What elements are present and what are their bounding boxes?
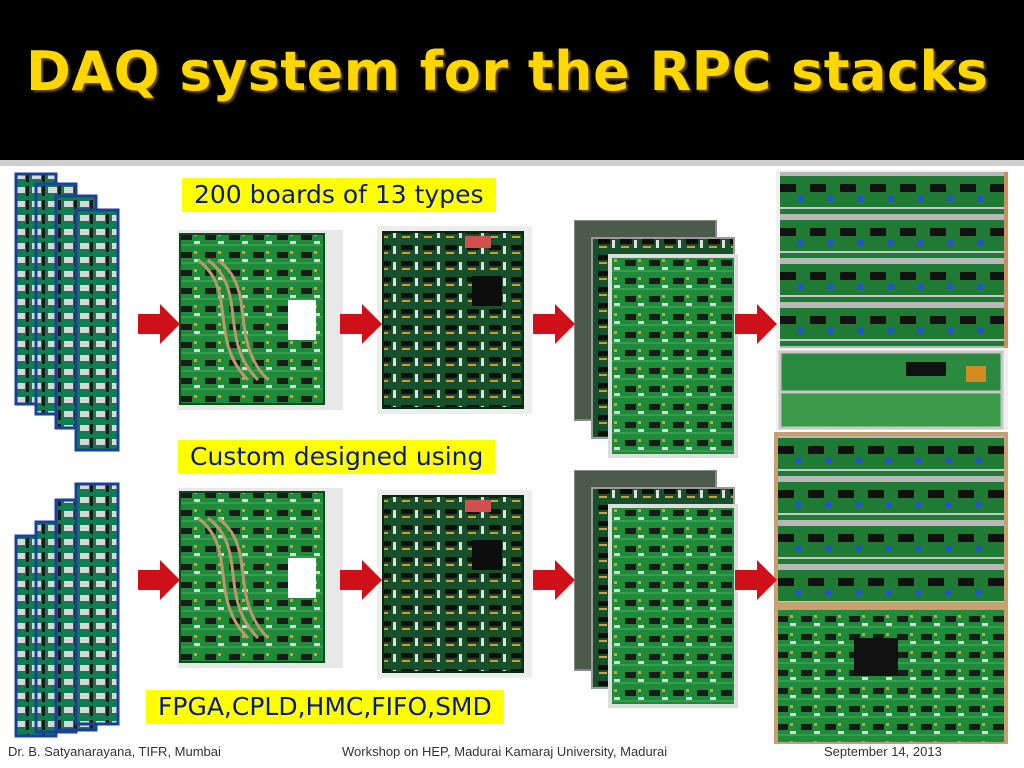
board-image-row2-c (574, 470, 738, 708)
arrow-right-icon (533, 560, 575, 600)
arrow-right-icon (138, 304, 180, 344)
board-image-row2-a (178, 488, 343, 668)
board-image-rack-bottom (774, 432, 1008, 744)
footer-workshop: Workshop on HEP, Madurai Kamaraj Univers… (342, 744, 668, 759)
arrow-right-icon (340, 560, 382, 600)
slide-title: DAQ system for the RPC stacks (26, 40, 989, 103)
title-bar: DAQ system for the RPC stacks (0, 0, 1024, 166)
arrow-right-icon (735, 304, 777, 344)
arrow-right-icon (340, 304, 382, 344)
footer-author: Dr. B. Satyanarayana, TIFR, Mumbai (8, 744, 221, 759)
boards-count-label: 200 boards of 13 types (182, 178, 496, 212)
board-image-row1-c (574, 220, 738, 458)
footer-date: September 14, 2013 (824, 744, 942, 759)
arrow-right-icon (138, 560, 180, 600)
board-image-row2-b (377, 490, 532, 678)
arrow-right-icon (735, 560, 777, 600)
board-image-rack-top (776, 170, 1008, 430)
board-image-row1-a (178, 230, 343, 410)
technologies-label: FPGA,CPLD,HMC,FIFO,SMD (146, 690, 504, 724)
board-image-row1-b (377, 226, 532, 414)
front-end-board-stack-bottom (14, 482, 120, 738)
arrow-right-icon (533, 304, 575, 344)
front-end-board-stack-top (14, 172, 120, 452)
custom-designed-label: Custom designed using (178, 440, 496, 474)
